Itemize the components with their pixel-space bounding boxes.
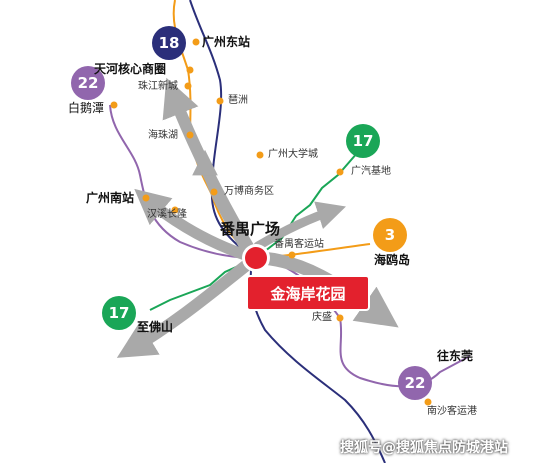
station-dot-panyu-bus [288,251,296,259]
label-panyu-square: 番禺广场 [220,220,281,238]
line-3-badge: 3 [373,218,407,252]
label-wanbo: 万博商务区 [224,186,274,197]
line-18-badge: 18 [152,26,186,60]
label-guangzhou-south: 广州南站 [86,191,135,205]
station-dot-baietan [110,101,118,109]
direction-arrows [116,77,399,358]
line-17-badge-west: 17 [102,296,136,330]
label-qingsheng: 庆盛 [312,312,332,323]
label-university-town: 广州大学城 [268,149,318,160]
arrow-southwest [116,258,254,358]
station-dot-tianhe [186,66,194,74]
label-tianhe-cbd: 天河核心商圈 [94,62,167,76]
label-dongguan: 往东莞 [437,349,474,363]
arrow-northwest-upper [192,149,249,254]
line-17-route [149,151,359,311]
label-foshan: 至佛山 [137,320,174,334]
line-17-badge-east: 17 [346,124,380,158]
stations [110,38,432,406]
station-dot-zhujiang [184,82,192,90]
label-guangzhou-east: 广州东站 [202,35,251,49]
station-dot-haizhu [186,131,194,139]
label-baietan: 白鹅潭 [68,101,105,115]
center-point [245,247,267,269]
line-22-badge-north: 22 [71,66,105,100]
station-dot-nansha [424,398,432,406]
label-haiou-island: 海鸥岛 [374,253,411,267]
station-dot-qingsheng [336,314,344,322]
label-nansha-bus: 南沙客运港 [427,406,477,417]
line-22-badge-south: 22 [398,366,432,400]
station-dot-gz-south [142,194,150,202]
project-label: 金海岸花园 [248,277,368,309]
arrow-northeast [253,201,346,251]
watermark: 搜狐号@搜狐焦点防城港站 [340,440,508,456]
label-pazhou: 琶洲 [228,95,248,106]
station-dot-wanbo [210,188,218,196]
station-dot-hanxi [171,206,179,214]
label-hanxi: 汉溪长隆 [147,209,187,220]
label-haizhu-lake: 海珠湖 [148,130,178,141]
label-gac-base: 广汽基地 [351,166,391,177]
station-dot-pazhou [216,97,224,105]
arrow-northwest [134,188,254,262]
station-dot-university [256,151,264,159]
label-panyu-bus: 番禺客运站 [274,239,324,250]
station-dot-gac [336,168,344,176]
label-zhujiang-new-town: 珠江新城 [138,81,178,92]
station-dot-guangzhou-east [192,38,200,46]
